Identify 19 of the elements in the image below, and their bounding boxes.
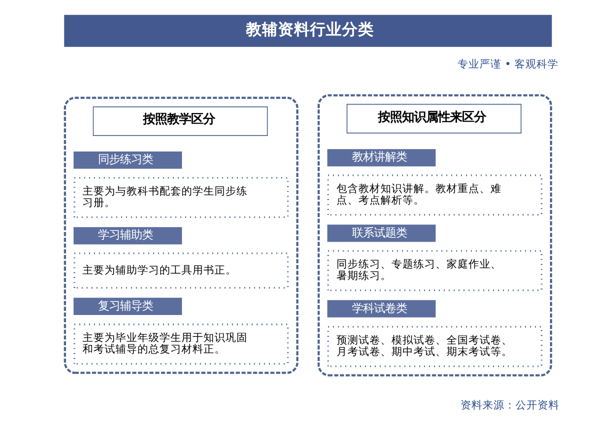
cluster [63,96,298,374]
node-box: 主要为辅助学习的工具用书正。 [73,252,288,289]
diagram-title: 教辅资料行业分类 [246,20,374,38]
node-box: 同步练习类 [73,152,182,169]
node-box: 主要为毕业年级学生用于知识巩固和考试辅导的总复习材料正。 [73,324,288,365]
node-box: 学习辅助类 [73,227,182,244]
cluster [317,94,552,376]
label: 资料来源：公开资料 [460,398,560,412]
node-box: 联系试题类 [326,224,436,242]
node-box: 学科试卷类 [326,300,436,318]
node-box: 复习辅导类 [73,298,182,315]
node-box: 教材讲解类 [326,149,436,166]
node-box: 同步练习、专题练习、家庭作业、暑期练习。 [326,250,542,292]
node-box: 按照教学区分 [92,106,268,136]
node-box: 按照知识属性来区分 [346,104,521,134]
label: 专业严谨 • 客观科学 [456,58,558,71]
node-box: 包含教材知识讲解。教材重点、难点、考点解析等。 [326,174,542,216]
node-box: 主要为与教科书配套的学生同步练习册。 [73,177,288,218]
node-box: 预测试卷、模拟试卷、全国考试卷、月考试卷、期中考试、期末考试等。 [326,326,542,368]
